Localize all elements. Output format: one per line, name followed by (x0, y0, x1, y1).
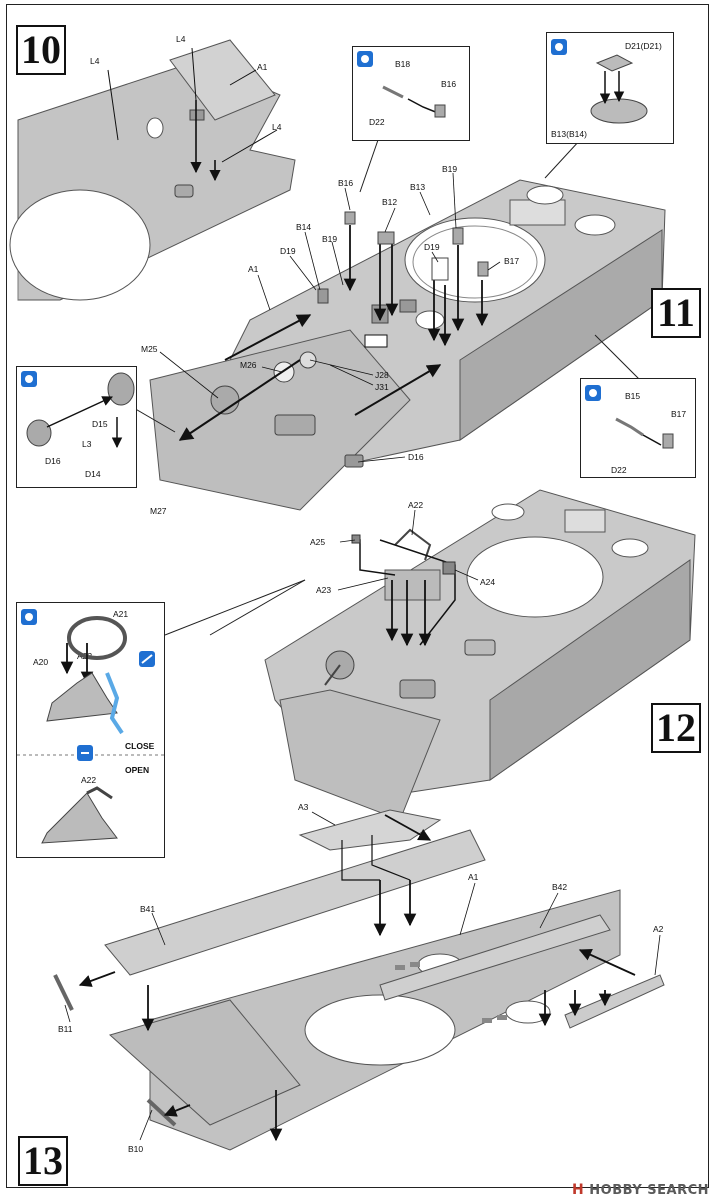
label-b17-callout: B17 (671, 409, 686, 419)
label-l4-c: L4 (272, 122, 282, 132)
label-b16: B16 (338, 178, 353, 188)
label-d22-callout2: D22 (611, 465, 627, 475)
label-m27: M27 (150, 506, 167, 516)
label-j28: J28 (375, 370, 389, 380)
label-d21: D21(D21) (625, 41, 662, 51)
label-a1-step11: A1 (248, 264, 259, 274)
callout-d21-art: D21(D21) B13(B14) (551, 39, 662, 139)
label-l4-a: L4 (90, 56, 100, 66)
callout-d21-b13: D21(D21) B13(B14) (546, 32, 674, 144)
step13-lower-hull (53, 809, 665, 1151)
label-b17: B17 (504, 256, 519, 266)
label-b11: B11 (58, 1024, 73, 1034)
callout-b18-b16: B18 B16 D22 (352, 46, 470, 141)
label-d19-b: D19 (424, 242, 440, 252)
hobby-search-logo-icon: H (572, 1182, 585, 1198)
step-number-12: 12 (651, 703, 701, 753)
page-frame (6, 4, 709, 1188)
callout-d15-d16: D15 L3 D16 D14 (16, 366, 137, 488)
label-b13b14: B13(B14) (551, 129, 587, 139)
label-a22-callout-b: A22 (81, 775, 96, 785)
label-a25: A25 (310, 537, 325, 547)
hobby-search-brand: HOBBY SEARCH (589, 1183, 709, 1198)
step-number-10: 10 (16, 25, 66, 75)
label-b19-a: B19 (442, 164, 457, 174)
label-b42: B42 (552, 882, 567, 892)
hobby-search-watermark: H HOBBY SEARCH (572, 1182, 709, 1198)
label-b19-b: B19 (322, 234, 337, 244)
callout-a21-close-open: A21 A20 A22 CLOSE OPEN A22 (16, 602, 166, 858)
label-a22-step12: A22 (408, 500, 423, 510)
callout-d15-art: D15 L3 D16 D14 (21, 371, 135, 479)
label-a20: A20 (33, 657, 48, 667)
label-close: CLOSE (125, 741, 155, 751)
label-j31: J31 (375, 382, 389, 392)
label-b12: B12 (382, 197, 397, 207)
label-a24: A24 (480, 577, 495, 587)
label-d16: D16 (408, 452, 424, 462)
label-b41: B41 (140, 904, 155, 914)
label-b16-callout: B16 (441, 79, 456, 89)
highlight-blue-part (105, 672, 124, 735)
callout-b15-art: B15 B17 D22 (585, 385, 686, 475)
label-a3: A3 (298, 802, 309, 812)
label-b13: B13 (410, 182, 425, 192)
label-d22-callout: D22 (369, 117, 385, 127)
label-d16-callout: D16 (45, 456, 61, 466)
step12-hull (164, 489, 696, 821)
label-d15: D15 (92, 419, 108, 429)
label-b15: B15 (625, 391, 640, 401)
callout-b15-b17: B15 B17 D22 (580, 378, 696, 478)
label-l4-b: L4 (176, 34, 186, 44)
label-a23: A23 (316, 585, 331, 595)
label-d19-a: D19 (280, 246, 296, 256)
label-a1-step13: A1 (468, 872, 479, 882)
label-m26: M26 (240, 360, 257, 370)
label-l3: L3 (82, 439, 92, 449)
label-b14: B14 (296, 222, 311, 232)
step-number-11: 11 (651, 288, 701, 338)
step10-hull-plate (9, 39, 296, 301)
label-d14: D14 (85, 469, 101, 479)
label-a21: A21 (113, 609, 128, 619)
label-m25: M25 (141, 344, 158, 354)
callout-a21-art: A21 A20 A22 CLOSE OPEN A22 (17, 609, 166, 844)
step11-hull-top (119, 139, 666, 511)
label-a1-step10: A1 (257, 62, 268, 72)
label-b18: B18 (395, 59, 410, 69)
label-a2: A2 (653, 924, 664, 934)
label-open: OPEN (125, 765, 149, 775)
callout-b18-art: B18 B16 D22 (357, 51, 456, 127)
part-labels: L4 L4 L4 A1 B16 B12 B13 B19 B19 B14 D19 … (58, 34, 664, 1154)
step-number-13: 13 (18, 1136, 68, 1186)
label-b10: B10 (128, 1144, 143, 1154)
